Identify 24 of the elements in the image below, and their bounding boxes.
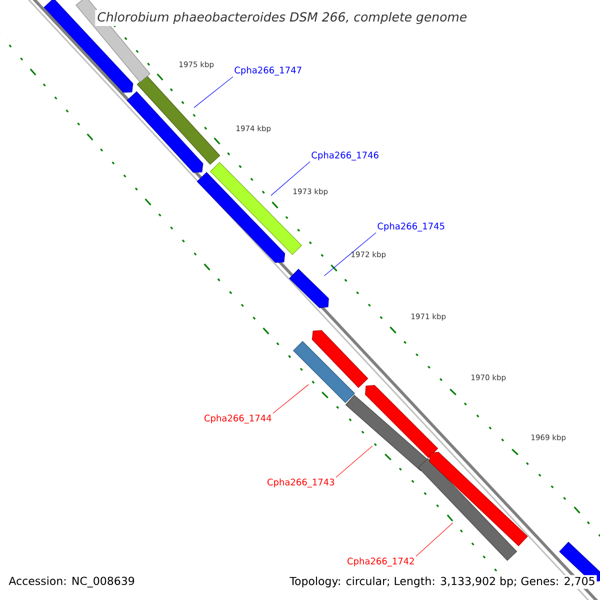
gene-feature <box>312 330 368 388</box>
gene-bar <box>345 394 430 472</box>
gene-feature <box>429 452 528 546</box>
leader-line <box>272 384 309 414</box>
accession-text: Accession: NC_008639 <box>7 575 136 589</box>
leader-line <box>416 522 454 557</box>
genome-info-text: Topology: circular; Length: 3,133,902 bp; Genes: 2,705 <box>288 575 597 589</box>
gene-bar <box>293 341 355 403</box>
gene-label: Cpha266_1745 <box>378 222 444 232</box>
gene-label: Cpha266_1746 <box>312 152 378 160</box>
leader-line <box>324 232 376 276</box>
gene-label: Cpha266_1742 <box>348 558 414 566</box>
title: Chlorobium phaeobacteroides DSM 266, complete genome <box>95 10 470 26</box>
gene-feature <box>365 385 438 458</box>
leader-line <box>194 76 234 108</box>
leader-line <box>270 161 310 196</box>
gene-feature <box>126 91 204 173</box>
gene-feature <box>196 172 286 263</box>
gene-feature <box>289 268 329 308</box>
gene-bar <box>136 75 220 165</box>
leader-line <box>336 446 373 478</box>
gene-label: Cpha266_1744 <box>204 414 272 424</box>
gene-label: Cpha266_1747 <box>234 66 302 76</box>
gene-label: Cpha266_1743 <box>268 478 334 488</box>
